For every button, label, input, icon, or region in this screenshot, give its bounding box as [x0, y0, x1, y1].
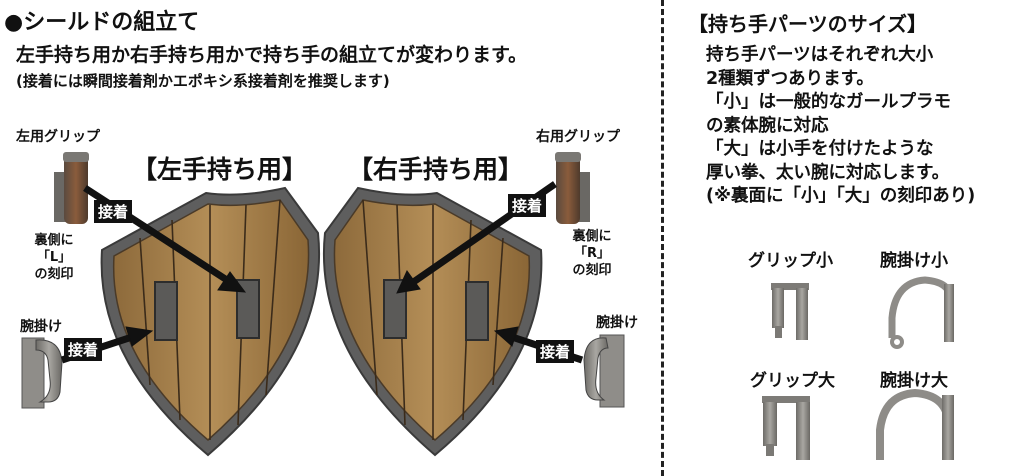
grip-small-part — [771, 283, 809, 340]
left-back-mark: 裏側に 「L」 の刻印 — [32, 232, 76, 283]
arm-hook-small-part — [888, 276, 954, 349]
right-hand-heading: 【右手持ち用】 — [348, 155, 524, 184]
left-glue-label-bottom: 接着 — [64, 338, 103, 361]
right-glue-label-bottom: 接着 — [536, 340, 575, 363]
left-grip-part — [54, 152, 89, 224]
right-grip-part — [555, 152, 590, 224]
right-back-mark-line3: の刻印 — [572, 263, 612, 278]
grip-large-label: グリップ大 — [750, 371, 835, 391]
grip-large-part — [762, 396, 810, 460]
section-divider — [661, 0, 664, 476]
left-glue-label-top: 接着 — [94, 200, 133, 223]
left-arm-hook-part — [21, 337, 63, 409]
arm-hook-small-label: 腕掛け小 — [880, 251, 948, 271]
arm-hook-large-label: 腕掛け大 — [880, 371, 948, 391]
left-grip-label: 左用グリップ — [16, 129, 100, 145]
left-back-mark-line1: 裏側に — [34, 233, 74, 248]
instruction-text: 左手持ち用か右手持ち用かで持ち手の組立てが変わります。 — [16, 44, 528, 66]
right-back-mark: 裏側に 「R」 の刻印 — [568, 228, 616, 279]
right-back-mark-line1: 裏側に — [572, 229, 612, 244]
grip-small-label: グリップ小 — [748, 251, 833, 271]
adhesive-note: (接着には瞬間接着剤かエポキシ系接着剤を推奨します) — [16, 72, 390, 90]
left-back-mark-line2: 「L」 — [36, 250, 72, 265]
left-back-mark-line3: の刻印 — [34, 267, 74, 282]
left-hand-heading: 【左手持ち用】 — [132, 155, 308, 184]
page-title: ●シールドの組立て — [4, 10, 200, 35]
right-shield — [323, 186, 543, 457]
arm-hook-large-part — [876, 388, 954, 460]
sizes-description: 持ち手パーツはそれぞれ大小 2種類ずつあります。 「小」は一般的なガールプラモ … — [706, 45, 976, 206]
right-arm-hook-part — [583, 334, 625, 408]
right-arm-label: 腕掛け — [596, 315, 638, 331]
left-shield — [100, 186, 320, 457]
sizes-heading: 【持ち手パーツのサイズ】 — [688, 12, 927, 36]
left-arm-label: 腕掛け — [20, 319, 62, 335]
right-grip-label: 右用グリップ — [536, 129, 620, 145]
right-glue-label-top: 接着 — [508, 194, 547, 217]
right-back-mark-line2: 「R」 — [573, 246, 610, 261]
